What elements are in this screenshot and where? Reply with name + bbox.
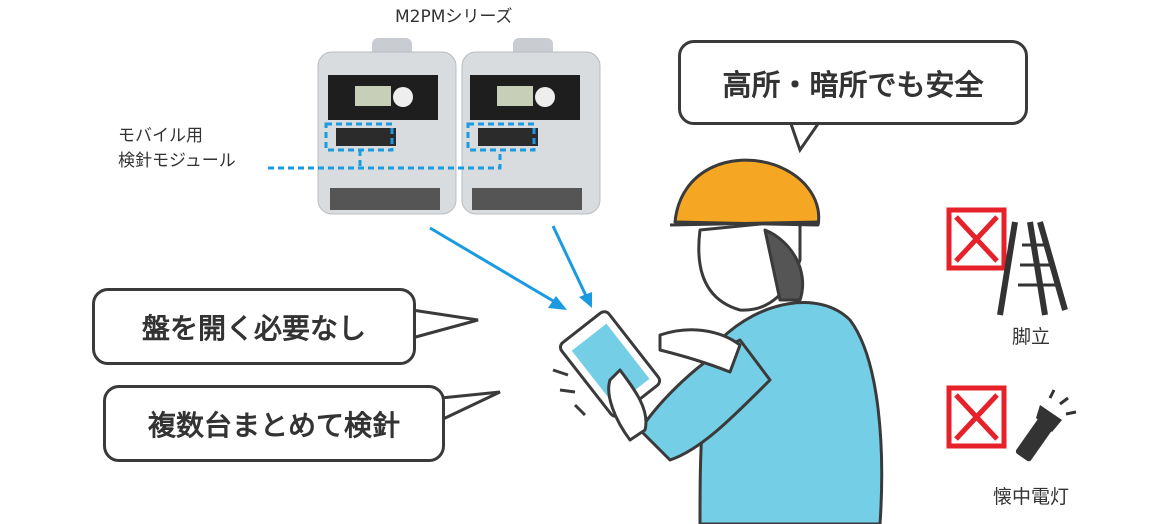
- bubble-tail: [787, 119, 823, 154]
- speech-bubble-safe: 高所・暗所でも安全: [678, 40, 1028, 125]
- ladder-label: 脚立: [1012, 326, 1051, 348]
- motion-lines: [552, 368, 587, 417]
- signal-arrows: [429, 225, 592, 310]
- module-label-line: 検針モジュール: [118, 151, 236, 171]
- ladder-icon: [997, 221, 1068, 316]
- cross-icon: [946, 207, 1007, 271]
- worker: [558, 158, 884, 524]
- cross-icon: [946, 385, 1007, 449]
- smart-meter-right: [461, 38, 601, 215]
- module-label-line: モバイル用: [118, 126, 203, 146]
- bubble-tail: [410, 308, 479, 340]
- flashlight-icon: [1015, 389, 1077, 462]
- speech-bubble-multi-read: 複数台まとめて検針: [103, 385, 445, 462]
- flashlight-label: 懐中電灯: [993, 486, 1070, 508]
- module-label: モバイル用 検針モジュール: [118, 124, 236, 174]
- speech-bubble-no-panel-open: 盤を開く必要なし: [92, 288, 416, 365]
- smart-meter-left: [317, 38, 457, 215]
- module-highlight: [268, 122, 536, 170]
- product-series-title: M2PMシリーズ: [395, 7, 513, 27]
- bubble-tail: [439, 390, 501, 423]
